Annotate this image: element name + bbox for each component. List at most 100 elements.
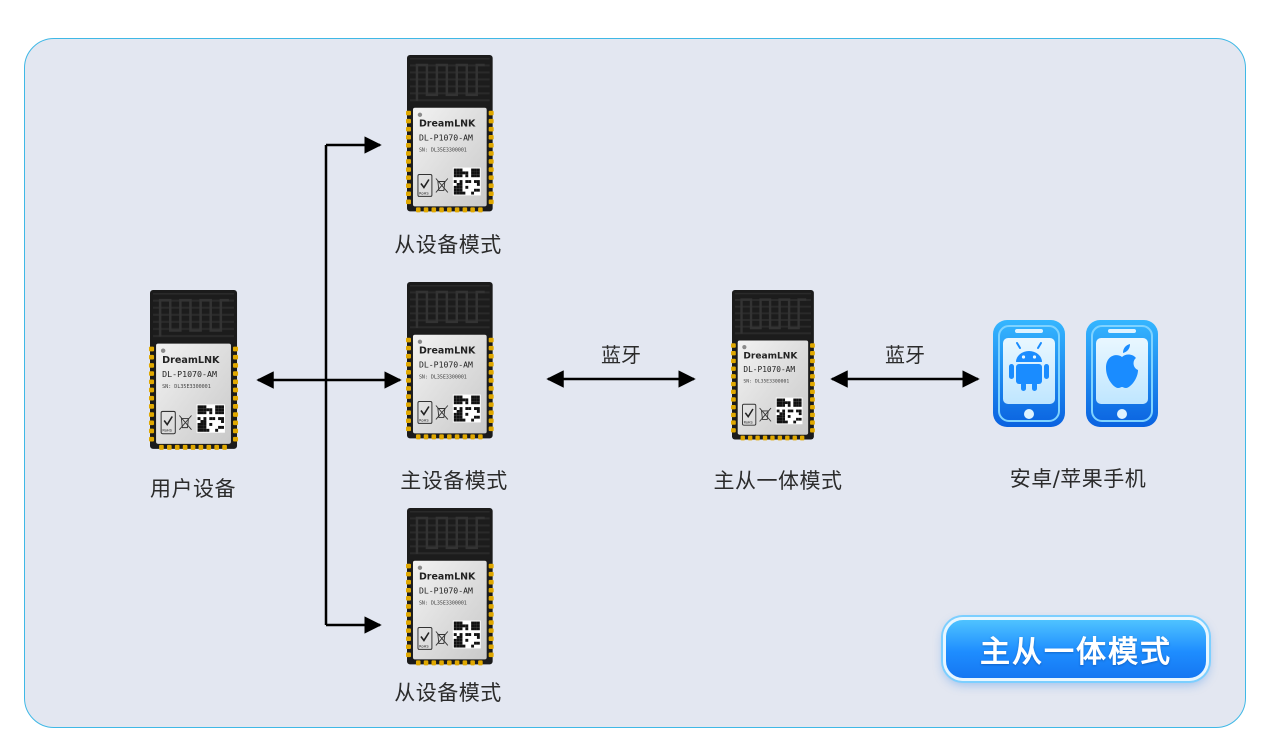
pad-right — [488, 370, 494, 375]
pad-left — [406, 628, 411, 633]
pad-left — [406, 636, 411, 641]
pad-left — [148, 436, 155, 442]
antenna-trace — [415, 63, 485, 101]
pad-bottom — [470, 207, 475, 213]
pad-right — [488, 587, 494, 593]
rohs-icon — [417, 627, 433, 650]
rohs-icon — [160, 410, 176, 435]
pad-left — [406, 361, 411, 367]
weee-icon — [759, 407, 772, 422]
pad-left — [148, 379, 155, 385]
pad-right — [488, 151, 494, 156]
pad-left — [148, 387, 155, 393]
apple-phone — [1086, 320, 1158, 427]
pad-left — [406, 143, 411, 148]
pad-right — [488, 167, 494, 172]
pad-left — [148, 428, 155, 434]
pad-right — [232, 412, 239, 417]
pad-right — [232, 428, 239, 434]
pad-left — [731, 397, 736, 402]
pad-right — [488, 126, 494, 132]
qr-code-icon — [452, 394, 481, 423]
pad-bottom — [159, 444, 164, 450]
label-bluetooth-1: 蓝牙 — [601, 343, 641, 367]
pad-bottom — [792, 435, 797, 441]
pad-right — [488, 175, 494, 180]
pad-bottom — [799, 435, 805, 441]
pad-right — [488, 143, 494, 148]
module-model: DL-P1070-AM — [419, 360, 473, 370]
module-model: DL-P1070-AM — [419, 133, 473, 143]
pad-right — [488, 134, 494, 140]
antenna-trace — [415, 290, 485, 328]
pad-bottom — [478, 207, 483, 213]
pad-right — [488, 394, 494, 399]
pad-right — [232, 395, 239, 401]
pad-left — [731, 420, 736, 425]
pad-bottom — [785, 435, 790, 441]
pad-left — [731, 405, 736, 410]
rohs-label: RoHS — [162, 429, 172, 433]
rohs-label: RoHS — [419, 418, 429, 422]
pad-bottom — [454, 434, 460, 440]
antenna-trace — [415, 516, 485, 554]
pad-right — [488, 183, 494, 188]
module-serial: SN: DL35E3300001 — [419, 148, 467, 154]
pad-left — [148, 346, 155, 352]
pad-left — [406, 644, 411, 650]
pad-left — [406, 183, 411, 188]
check-icon — [420, 179, 430, 189]
pad-left — [406, 418, 411, 424]
pad-right — [810, 412, 815, 418]
pad-right — [488, 620, 494, 625]
weee-icon — [179, 415, 192, 430]
pad-right — [488, 353, 494, 359]
pad-left — [406, 191, 411, 197]
label-master-mode: 主设备模式 — [400, 469, 508, 493]
weee-icon — [435, 405, 449, 420]
pad-bottom — [478, 434, 483, 440]
pad-right — [488, 596, 494, 601]
check-icon — [163, 416, 173, 427]
module-brand: DreamLNK — [419, 572, 476, 583]
pad-right — [810, 358, 815, 364]
pad-right — [232, 354, 239, 360]
pad-left — [406, 134, 411, 140]
pad-left — [731, 366, 736, 371]
pad-left — [406, 378, 411, 383]
pad-bottom — [174, 444, 180, 450]
antenna-trace — [158, 298, 229, 337]
rohs-label: RoHS — [744, 420, 753, 424]
qr-code-icon — [452, 167, 481, 196]
pad-left — [406, 126, 411, 132]
pad-left — [406, 620, 411, 625]
pad-right — [232, 371, 239, 376]
pad-right — [488, 418, 494, 424]
pad-right — [488, 337, 494, 343]
rohs-label: RoHS — [419, 191, 429, 195]
pad-left — [148, 363, 155, 368]
pad-left — [406, 118, 411, 124]
pad-bottom — [431, 434, 437, 440]
pad-right — [488, 118, 494, 124]
pad-right — [488, 386, 494, 391]
label-slave-mode-bottom: 从设备模式 — [394, 681, 502, 705]
check-icon — [420, 406, 430, 416]
pad-right — [232, 387, 239, 393]
pad-left — [406, 426, 411, 432]
pad-left — [731, 374, 736, 379]
android-phone — [993, 320, 1065, 427]
pad-left — [148, 412, 155, 417]
pad-bottom — [190, 444, 196, 450]
pad-left — [406, 596, 411, 601]
pad-right — [488, 644, 494, 650]
connectors — [256, 136, 980, 634]
pad-left — [406, 410, 411, 415]
pad-left — [406, 370, 411, 375]
pad-bottom — [439, 207, 444, 213]
pad-bottom — [447, 434, 452, 440]
pad-bottom — [462, 660, 468, 666]
pad-left — [148, 371, 155, 376]
